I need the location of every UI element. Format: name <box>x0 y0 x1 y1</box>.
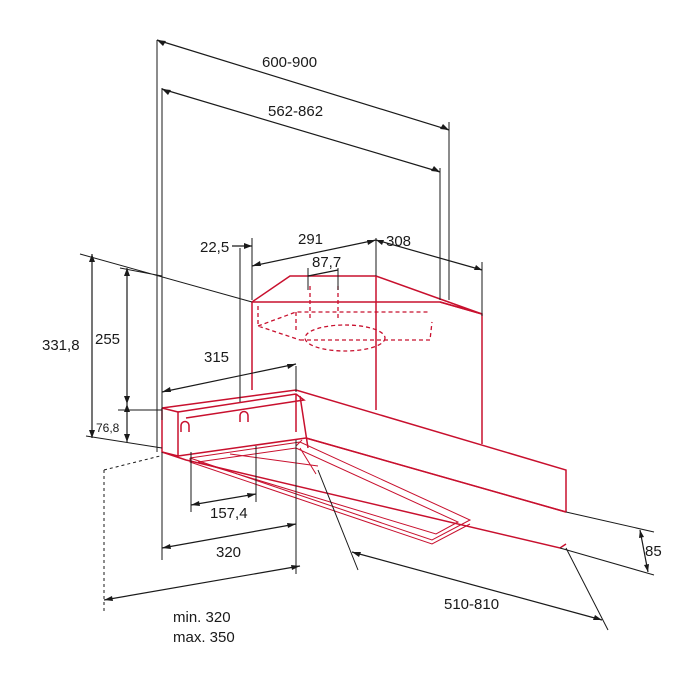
dim-line-filter-offset <box>190 493 257 506</box>
mounting-hook-right-icon <box>239 410 249 422</box>
label-inner-width: 562-862 <box>268 103 323 120</box>
canopy-top-edge <box>161 389 567 512</box>
dim-line-chimney-width <box>251 239 377 267</box>
label-total-height: 331,8 <box>42 337 80 354</box>
dimension-labels: 600-900 562-862 22,5 291 308 87,7 331,8 … <box>42 54 662 646</box>
dim-line-side-depth <box>161 363 297 393</box>
label-front-panel-height: 76,8 <box>96 421 120 435</box>
dim-line-overall-width <box>156 39 450 131</box>
label-overall-width: 600-900 <box>262 54 317 71</box>
extension-lines <box>79 40 655 631</box>
chimney-top-face <box>251 275 483 315</box>
dimension-arrowheads <box>89 40 649 620</box>
drawer-outline <box>189 441 472 541</box>
chimney-front-face <box>251 301 483 444</box>
label-chimney-offset: 22,5 <box>200 239 229 256</box>
mounting-hook-left-icon <box>180 420 190 432</box>
dim-line-chimney-depth <box>375 239 483 271</box>
canopy-side-seam <box>299 395 567 513</box>
dim-line-outlet-diameter <box>307 269 339 277</box>
label-chimney-width: 291 <box>298 231 323 248</box>
dimension-lines <box>79 39 655 631</box>
installation-guide <box>103 455 161 612</box>
label-base-depth: 320 <box>216 544 241 561</box>
label-front-height: 85 <box>645 543 662 560</box>
arrow-icon <box>191 493 256 506</box>
canopy-front-panel <box>161 407 179 457</box>
label-extension-length: 510-810 <box>444 596 499 613</box>
label-body-height: 255 <box>95 331 120 348</box>
drawer-inner-outline <box>197 447 460 535</box>
chimney-hidden-edges <box>257 286 433 341</box>
dim-line-extension-length <box>351 551 603 621</box>
arrow-icon <box>124 404 130 442</box>
dim-line-inner-width <box>161 88 441 173</box>
arrow-icon <box>244 243 252 249</box>
outlet-opening <box>304 324 386 352</box>
arrow-icon <box>639 530 649 572</box>
label-installation-depth-max: max. 350 <box>173 629 235 646</box>
label-outlet-diameter: 87,7 <box>312 254 341 271</box>
drawer-front-rail <box>189 439 471 545</box>
label-installation-depth-min: min. 320 <box>173 609 231 626</box>
dim-line-installation-depth <box>103 565 301 601</box>
label-chimney-depth: 308 <box>386 233 411 250</box>
label-side-depth: 315 <box>204 349 229 366</box>
dim-line-base-depth <box>161 523 297 549</box>
hood-outline <box>161 275 567 549</box>
label-filter-offset: 157,4 <box>210 505 248 522</box>
